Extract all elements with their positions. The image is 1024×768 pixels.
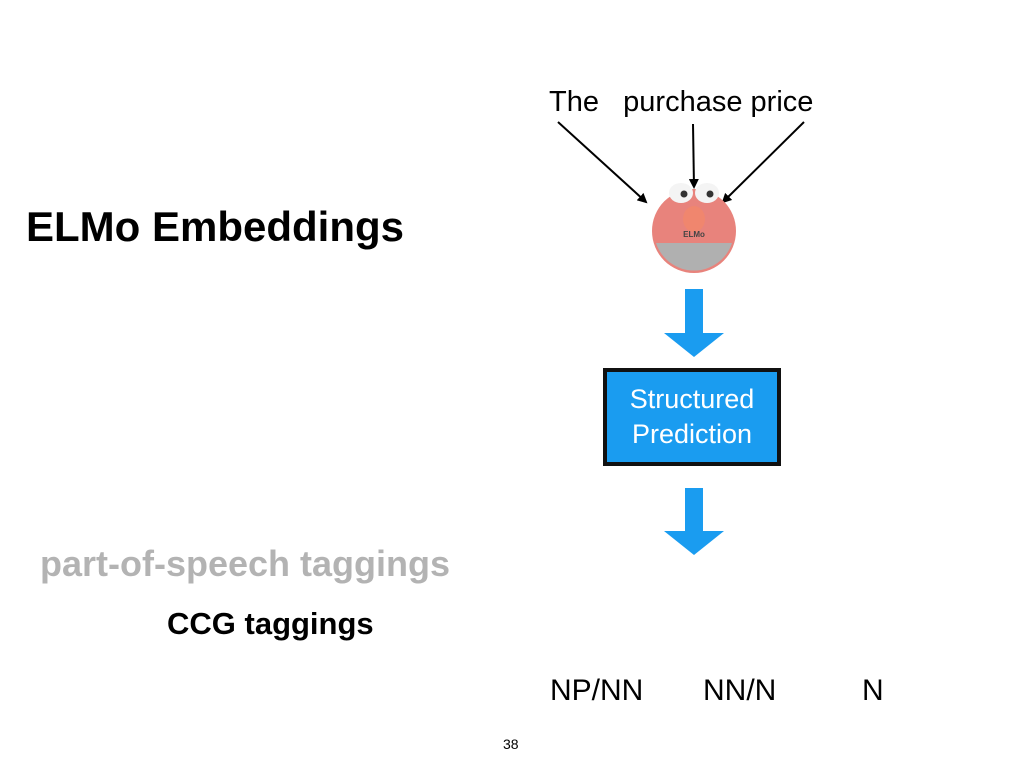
input-sentence: The purchase price <box>549 86 813 119</box>
word-the: The <box>549 86 599 118</box>
tag-n: N <box>862 674 884 707</box>
box-line-1: Structured <box>629 384 755 414</box>
down-arrow-icon <box>664 289 724 357</box>
slide-title: ELMo Embeddings <box>26 203 404 250</box>
ccg-taggings-label: CCG taggings <box>167 606 374 641</box>
word-purchase: purchase <box>623 86 743 118</box>
structured-prediction-box: Structured Prediction <box>603 368 781 466</box>
arrow-the-to-elmo <box>557 121 648 204</box>
page-number: 38 <box>503 736 519 752</box>
elmo-icon: ELMo <box>652 183 736 273</box>
down-arrow-icon <box>664 488 724 555</box>
elmo-badge-text: ELMo <box>683 230 705 239</box>
arrow-price-to-elmo <box>721 121 805 204</box>
word-price: price <box>750 86 814 118</box>
pos-taggings-label: part-of-speech taggings <box>40 543 451 584</box>
tag-nn-n: NN/N <box>703 674 777 707</box>
box-line-2: Prediction <box>631 419 753 449</box>
arrow-purchase-to-elmo <box>688 123 699 189</box>
tag-np-nn: NP/NN <box>550 674 644 707</box>
